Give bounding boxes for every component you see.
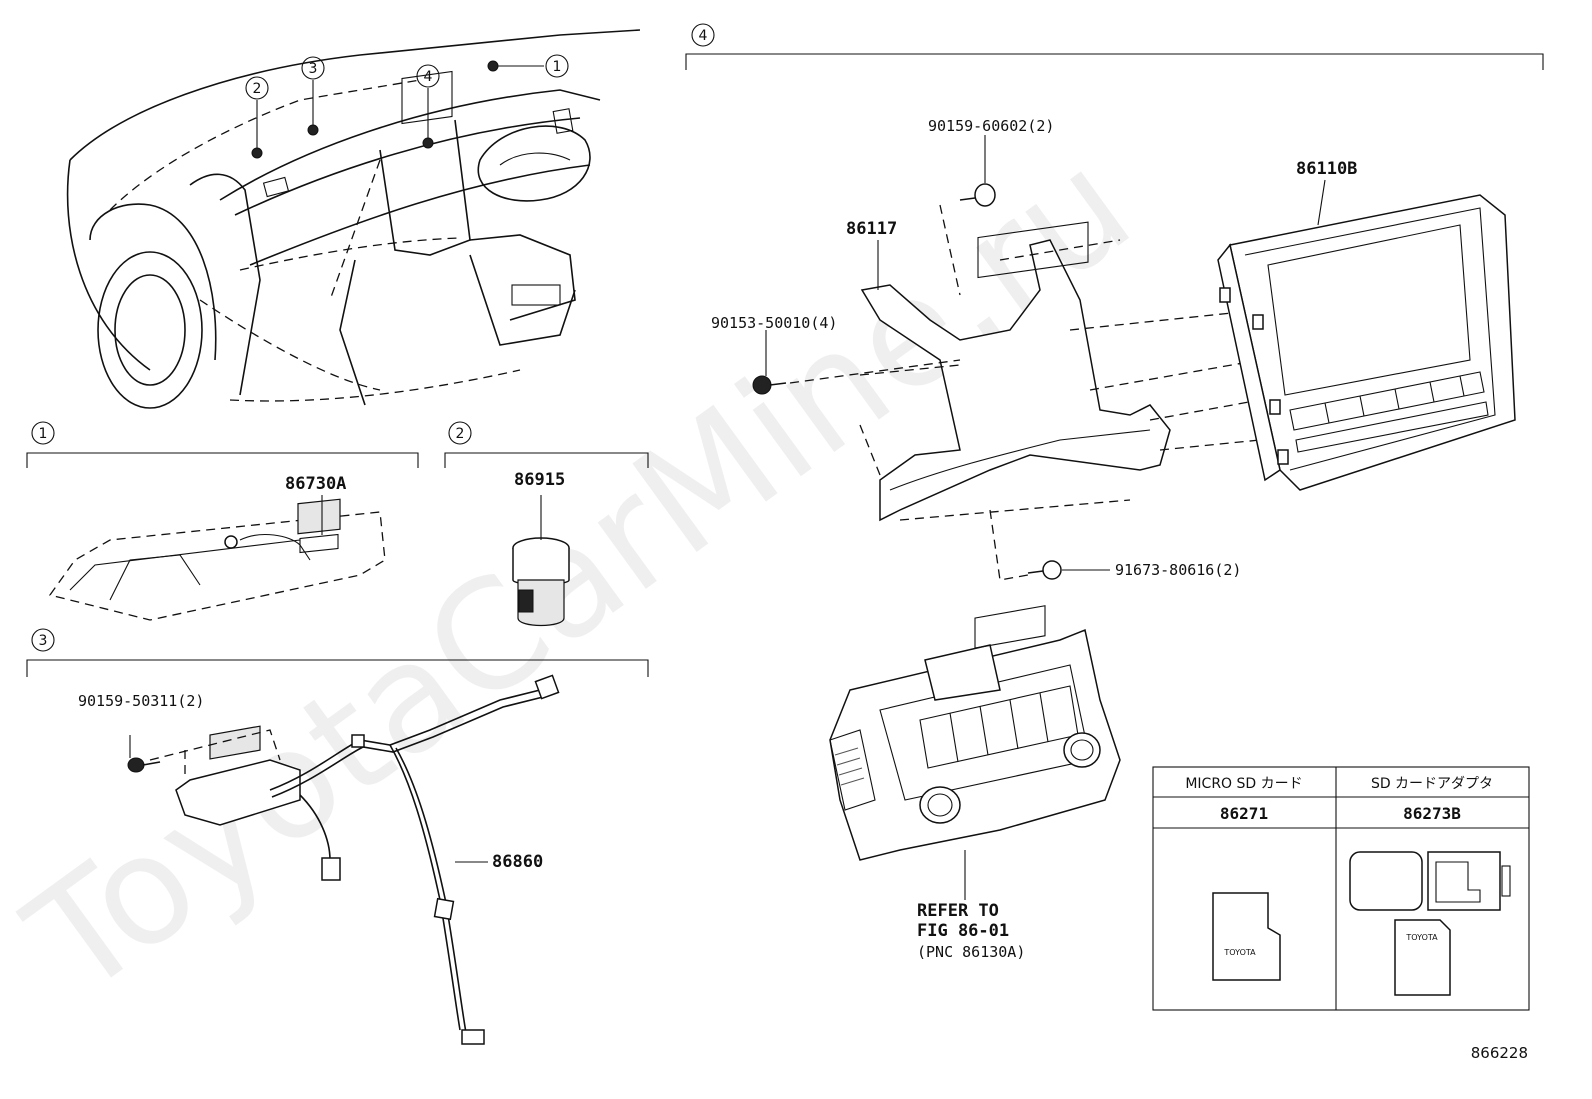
svg-text:REFER TO: REFER TO xyxy=(917,901,999,921)
overview-callout-1: 1 xyxy=(545,54,569,78)
table-header-sd-adapter: SD カードアダプタ xyxy=(1371,776,1493,792)
svg-text:86730A: 86730A xyxy=(285,474,346,494)
svg-text:90159-50311(2): 90159-50311(2) xyxy=(78,692,204,710)
svg-text:SD カードアダプタ: SD カードアダプタ xyxy=(1371,776,1493,792)
overview-callout-2: 2 xyxy=(245,76,269,100)
svg-text:86273B: 86273B xyxy=(1403,804,1461,823)
svg-text:MICRO SD カード: MICRO SD カード xyxy=(1185,776,1302,792)
svg-text:TOYOTA: TOYOTA xyxy=(1405,933,1438,942)
svg-text:3: 3 xyxy=(309,61,318,77)
part-label-90159-50311: 90159-50311(2) xyxy=(78,692,204,710)
section-2-header: 2 xyxy=(444,421,649,468)
display-86110B-drawing xyxy=(1217,179,1516,491)
svg-text:90159-60602(2): 90159-60602(2) xyxy=(928,117,1054,135)
part-label-91673-80616: 91673-80616(2) xyxy=(1115,561,1241,579)
overview-callout-4: 4 xyxy=(416,64,440,88)
figure-number: 866228 xyxy=(1471,1044,1528,1062)
sd-card-table xyxy=(1152,766,1530,1011)
table-part-86271: 86271 xyxy=(1220,804,1268,823)
part-label-90159-60602: 90159-60602(2) xyxy=(928,117,1054,135)
screw-91673-80616 xyxy=(989,509,1110,581)
svg-text:1: 1 xyxy=(39,426,48,442)
svg-text:91673-80616(2): 91673-80616(2) xyxy=(1115,561,1241,579)
svg-text:3: 3 xyxy=(39,633,48,649)
svg-text:86110B: 86110B xyxy=(1296,159,1357,179)
svg-text:86915: 86915 xyxy=(514,470,565,490)
svg-text:4: 4 xyxy=(699,28,708,44)
reference-note: REFER TO FIG 86-01 (PNC 86130A) xyxy=(917,901,1025,961)
sd-adapter-drawing: TOYOTA xyxy=(1349,851,1511,996)
svg-text:90153-50010(4): 90153-50010(4) xyxy=(711,314,837,332)
sensor-86915-drawing xyxy=(512,495,570,627)
svg-text:86860: 86860 xyxy=(492,852,543,872)
svg-text:TOYOTA: TOYOTA xyxy=(1223,948,1256,957)
part-label-86730A: 86730A xyxy=(285,474,346,535)
section-4-header: 4 xyxy=(685,23,1544,70)
table-header-micro-sd: MICRO SD カード xyxy=(1185,776,1302,792)
svg-text:2: 2 xyxy=(456,426,465,442)
wire-harness-drawing xyxy=(127,674,560,1045)
vehicle-interior-overview xyxy=(66,29,641,409)
part-label-86110B: 86110B xyxy=(1296,159,1357,179)
part-label-86915: 86915 xyxy=(514,470,565,490)
screw-90153-50010 xyxy=(752,330,961,395)
svg-text:86271: 86271 xyxy=(1220,804,1268,823)
part-label-86117: 86117 xyxy=(846,219,897,239)
part-label-86860: 86860 xyxy=(455,852,543,872)
center-panel-reference-drawing xyxy=(829,605,1121,900)
table-part-86273B: 86273B xyxy=(1403,804,1461,823)
watermark-text: ToyotaCarMine.ru xyxy=(0,118,1161,1030)
svg-text:1: 1 xyxy=(553,59,562,75)
section-1-header: 1 xyxy=(26,421,419,468)
micro-sd-card-drawing: TOYOTA xyxy=(1212,892,1281,981)
svg-text:(PNC 86130A): (PNC 86130A) xyxy=(917,943,1025,961)
svg-text:86117: 86117 xyxy=(846,219,897,239)
svg-text:2: 2 xyxy=(253,81,262,97)
part-label-90153-50010: 90153-50010(4) xyxy=(711,314,837,332)
section-3-header: 3 xyxy=(26,628,649,677)
bracket-86117-drawing xyxy=(859,221,1261,522)
svg-text:FIG 86-01: FIG 86-01 xyxy=(917,921,1009,941)
overhead-console-drawing xyxy=(48,498,386,621)
screw-90159-60602 xyxy=(939,135,996,296)
svg-text:866228: 866228 xyxy=(1471,1044,1528,1062)
svg-text:4: 4 xyxy=(424,69,433,85)
overview-callout-3: 3 xyxy=(301,56,325,80)
